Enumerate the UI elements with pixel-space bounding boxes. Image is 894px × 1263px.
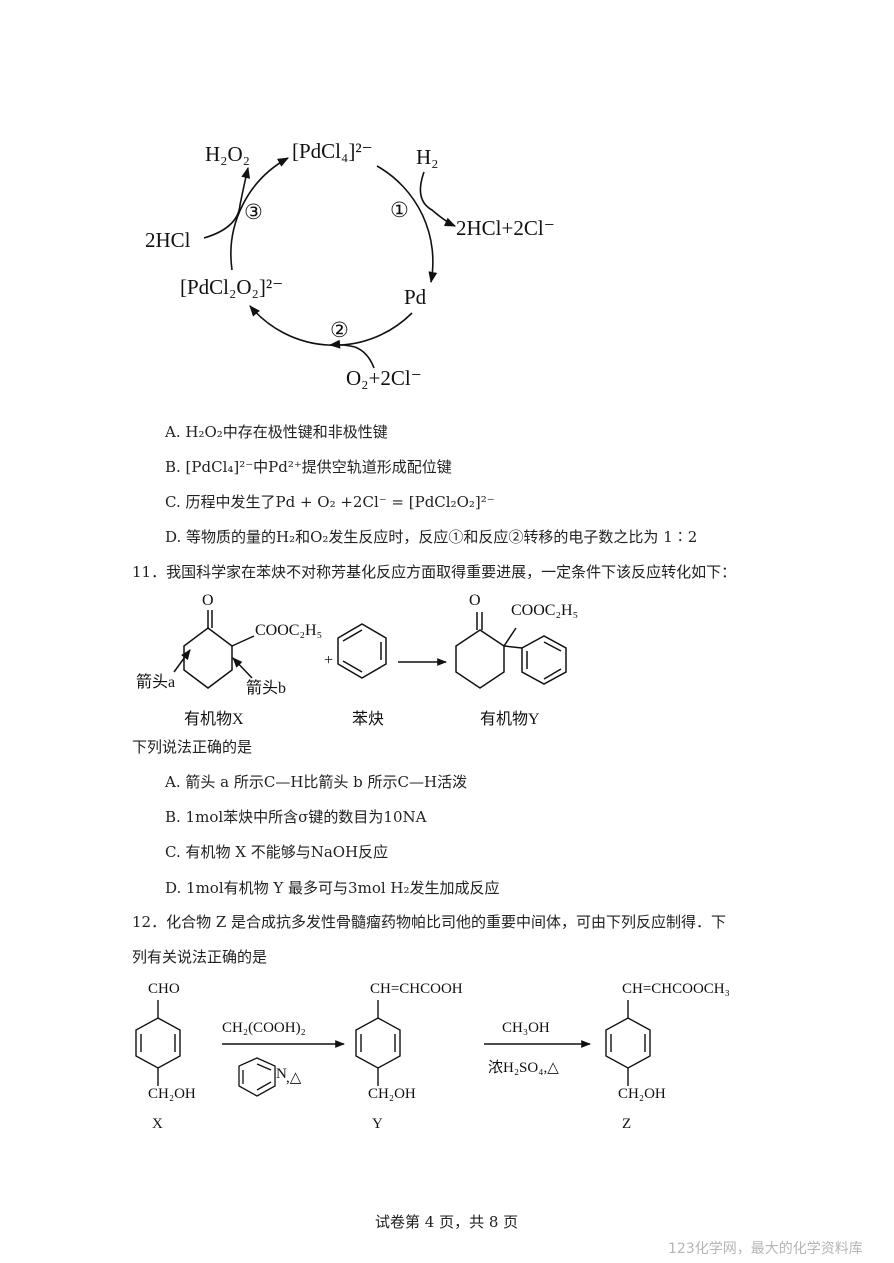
reagent-methanol: CH₃OH	[502, 1020, 550, 1036]
cycle-arc-3	[230, 157, 289, 271]
reagent-2-conditions: 浓H₂SO₄,△	[488, 1060, 559, 1076]
hcl-label: 2HCl	[145, 228, 191, 252]
q12-stem-line-1: 12．化合物 Z 是合成抗多发性骨髓瘤药物帕比司他的重要中间体，可由下列反应制得…	[132, 913, 727, 931]
compound-y-structure	[455, 612, 567, 689]
q12-stem-line-2: 列有关说法正确的是	[132, 948, 268, 966]
q12-z-ring	[605, 1000, 651, 1086]
q11-option-d: D. 1mol有机物 Y 最多可与3mol H₂发生加成反应	[165, 879, 500, 897]
compound-x-structure	[173, 610, 255, 689]
compound-x-name: 有机物X	[184, 711, 244, 728]
q11-option-c: C. 有机物 X 不能够与NaOH反应	[165, 843, 389, 861]
h2o2-label: H₂O₂	[205, 142, 250, 166]
x-hydroxymethyl-group: CH₂OH	[148, 1086, 196, 1102]
compound-y-name: 有机物Y	[480, 711, 540, 728]
q11-option-a: A. 箭头 a 所示C—H比箭头 b 所示C—H活泼	[165, 773, 468, 791]
h2-label: H₂	[416, 145, 439, 169]
y-label: Y	[372, 1116, 383, 1132]
reagent-malonic-acid: CH₂(COOH)₂	[222, 1020, 306, 1036]
y-hydroxymethyl-group: CH₂OH	[368, 1086, 416, 1102]
catalytic-cycle	[203, 157, 457, 369]
h2-in-arrow	[419, 171, 457, 227]
pdcl2o2-label: [PdCl₂O₂]²⁻	[180, 275, 284, 299]
q11-stem: 11．我国科学家在苯炔不对称芳基化反应方面取得重要进展，一定条件下该反应转化如下…	[132, 563, 737, 581]
y-ester-group: COOC₂H₅	[511, 602, 579, 619]
q12-y-ring	[355, 1000, 401, 1086]
pyridine-ring	[238, 1057, 276, 1097]
benzyne-structure	[337, 623, 387, 679]
step-1-label: ①	[390, 198, 409, 222]
x-carbonyl-o: O	[202, 592, 214, 609]
pdcl4-label: [PdCl₄]²⁻	[292, 139, 373, 163]
arrow-b-label: 箭头b	[246, 680, 287, 697]
z-ester-group: CH=CHCOOCH₃	[622, 981, 730, 997]
page-number: 试卷第 4 页，共 8 页	[375, 1213, 519, 1231]
q11-prompt: 下列说法正确的是	[132, 738, 253, 756]
x-label: X	[152, 1116, 163, 1132]
pd-label: Pd	[404, 285, 427, 309]
plus-sign: +	[324, 652, 334, 669]
q12-x-ring	[135, 1000, 181, 1086]
reagent-1-conditions: ,△	[286, 1070, 302, 1086]
x-aldehyde-group: CHO	[148, 981, 180, 997]
watermark: 123化学网，最大的化学资料库	[668, 1241, 863, 1257]
cycle-arc-1	[376, 165, 438, 284]
q10-option-d: D. 等物质的量的H₂和O₂发生反应时，反应①和反应②转移的电子数之比为 1∶2	[165, 528, 698, 546]
z-hydroxymethyl-group: CH₂OH	[618, 1086, 666, 1102]
step-3-label: ③	[244, 200, 263, 224]
y-acrylic-group: CH=CHCOOH	[370, 981, 463, 997]
o2-in-arrow	[328, 339, 375, 369]
x-ester-group: COOC₂H₅	[255, 622, 323, 639]
products-1-label: 2HCl+2Cl⁻	[456, 216, 555, 240]
z-label: Z	[622, 1116, 632, 1132]
arrow-a-label: 箭头a	[136, 674, 176, 691]
q10-option-c: C. 历程中发生了Pd + O₂ +2Cl⁻ = [PdCl₂O₂]²⁻	[165, 493, 495, 511]
benzyne-name: 苯炔	[352, 711, 385, 728]
step-2-label: ②	[330, 318, 349, 342]
y-carbonyl-o: O	[469, 592, 481, 609]
q10-option-b: B. [PdCl₄]²⁻中Pd²⁺提供空轨道形成配位键	[165, 458, 452, 476]
pyridine-n: N	[276, 1066, 287, 1082]
q10-option-a: A. H₂O₂中存在极性键和非极性键	[165, 423, 388, 441]
q11-option-b: B. 1mol苯炔中所含σ键的数目为10NA	[165, 808, 427, 826]
o2-label: O₂+2Cl⁻	[346, 366, 422, 390]
hcl-in-arrow	[203, 166, 251, 239]
